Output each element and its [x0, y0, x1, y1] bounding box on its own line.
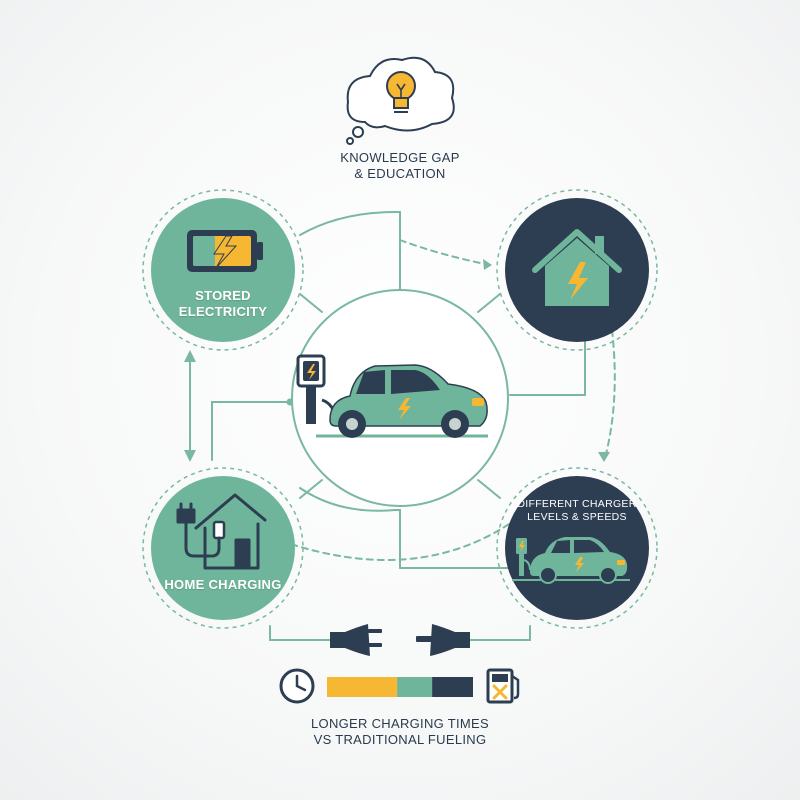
- battery-icon: [187, 230, 263, 272]
- footer-line1: LONGER CHARGING TIMES: [311, 716, 489, 731]
- stored-line2: ELECTRICITY: [178, 304, 268, 320]
- charging-time-bar: [327, 677, 473, 697]
- fuel-pump-icon: [486, 668, 520, 704]
- title-line2: & EDUCATION: [354, 166, 446, 182]
- bar-segment: [327, 677, 398, 697]
- title-line1: KNOWLEDGE GAP: [340, 150, 460, 165]
- ev-car-icon: [296, 354, 488, 438]
- lightbulb-icon: [386, 71, 416, 113]
- clock-icon: [279, 668, 315, 704]
- home-line1: HOME CHARGING: [164, 577, 282, 592]
- home-charging-node: [151, 476, 295, 620]
- charger-line2: LEVELS & SPEEDS: [527, 511, 627, 524]
- stored-electricity-label: STORED ELECTRICITY: [163, 288, 283, 321]
- bar-segment: [432, 677, 473, 697]
- footer-line2: VS TRADITIONAL FUELING: [313, 732, 487, 748]
- stored-line1: STORED: [195, 288, 251, 303]
- home-charging-label: HOME CHARGING: [153, 577, 293, 593]
- plug-icon: [330, 624, 470, 656]
- thought-cloud: [346, 56, 455, 145]
- house-lightning-icon: [532, 229, 622, 306]
- charger-line1: DIFFERENT CHARGER: [517, 498, 637, 510]
- footer-label: LONGER CHARGING TIMES VS TRADITIONAL FUE…: [250, 716, 550, 749]
- plug-house-icon: [176, 493, 267, 570]
- bar-segment: [397, 677, 433, 697]
- charger-station-icon: [512, 537, 630, 584]
- charger-levels-label: DIFFERENT CHARGER LEVELS & SPEEDS: [512, 498, 642, 524]
- knowledge-gap-label: KNOWLEDGE GAP & EDUCATION: [300, 150, 500, 183]
